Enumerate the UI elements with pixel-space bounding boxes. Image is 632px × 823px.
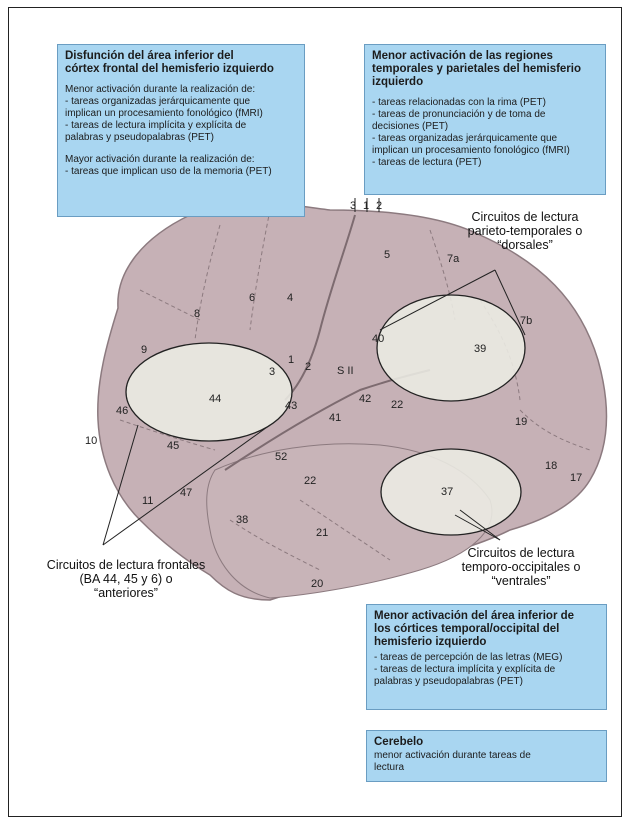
area-label: 39: [474, 343, 486, 355]
area-label: 3: [350, 200, 356, 212]
area-label: 11: [142, 495, 153, 507]
area-label: 22: [391, 399, 403, 411]
area-label: 52: [275, 451, 287, 463]
cerebellum-box: Cerebelo menor activación durante tareas…: [366, 730, 607, 782]
box-title: Menor activación de las regiones tempora…: [372, 50, 598, 89]
frontal-circuit-ellipse: [126, 343, 292, 441]
area-label: 42: [359, 393, 371, 405]
box-text: - tareas de percepción de las letras (ME…: [374, 652, 599, 688]
area-label: 7a: [447, 253, 460, 265]
area-label: 21: [316, 527, 328, 539]
area-label: 5: [384, 249, 390, 261]
area-label: 1: [288, 354, 294, 366]
box-title: Cerebelo: [374, 736, 599, 749]
area-label: 20: [311, 578, 323, 590]
frontal-circuit-caption: Circuitos de lectura frontales (BA 44, 4…: [28, 558, 224, 600]
temporal-parietal-box: Menor activación de las regiones tempora…: [364, 44, 606, 195]
area-label: 45: [167, 440, 179, 452]
area-label: 19: [515, 416, 527, 428]
area-label: 37: [441, 486, 453, 498]
box-title: Menor activación del área inferior de lo…: [374, 610, 599, 649]
area-label: 18: [545, 460, 557, 472]
area-label: 2: [305, 361, 311, 373]
area-label: 46: [116, 405, 128, 417]
area-label: 38: [236, 514, 248, 526]
box-title: Disfunción del área inferior del córtex …: [65, 50, 297, 76]
box-text: Menor activación durante la realización …: [65, 84, 297, 178]
box-text: - tareas relacionadas con la rima (PET) …: [372, 97, 598, 169]
area-label: 3: [269, 366, 275, 378]
area-label: 22: [304, 475, 316, 487]
area-label: 41: [329, 412, 341, 424]
area-label: 44: [209, 393, 221, 405]
dorsal-circuit-caption: Circuitos de lectura parieto-temporales …: [450, 210, 600, 252]
area-label: 47: [180, 487, 192, 499]
frontal-dysfunction-box: Disfunción del área inferior del córtex …: [57, 44, 305, 217]
area-label: 17: [570, 472, 582, 484]
dorsal-circuit-ellipse: [377, 295, 525, 401]
box-text: menor activación durante tareas de lectu…: [374, 750, 599, 774]
area-label: S II: [337, 365, 354, 377]
area-label: 4: [287, 292, 293, 304]
area-label: 6: [249, 292, 255, 304]
area-label: 2: [376, 200, 382, 212]
area-label: 40: [372, 333, 384, 345]
area-label: 43: [285, 400, 297, 412]
area-label: 9: [141, 344, 147, 356]
ventral-circuit-caption: Circuitos de lectura temporo-occipitales…: [446, 546, 596, 588]
area-label: 7b: [520, 315, 532, 327]
area-label: 1: [363, 200, 369, 212]
temporal-occipital-box: Menor activación del área inferior de lo…: [366, 604, 607, 710]
area-label: 8: [194, 308, 200, 320]
area-label: 10: [85, 435, 97, 447]
